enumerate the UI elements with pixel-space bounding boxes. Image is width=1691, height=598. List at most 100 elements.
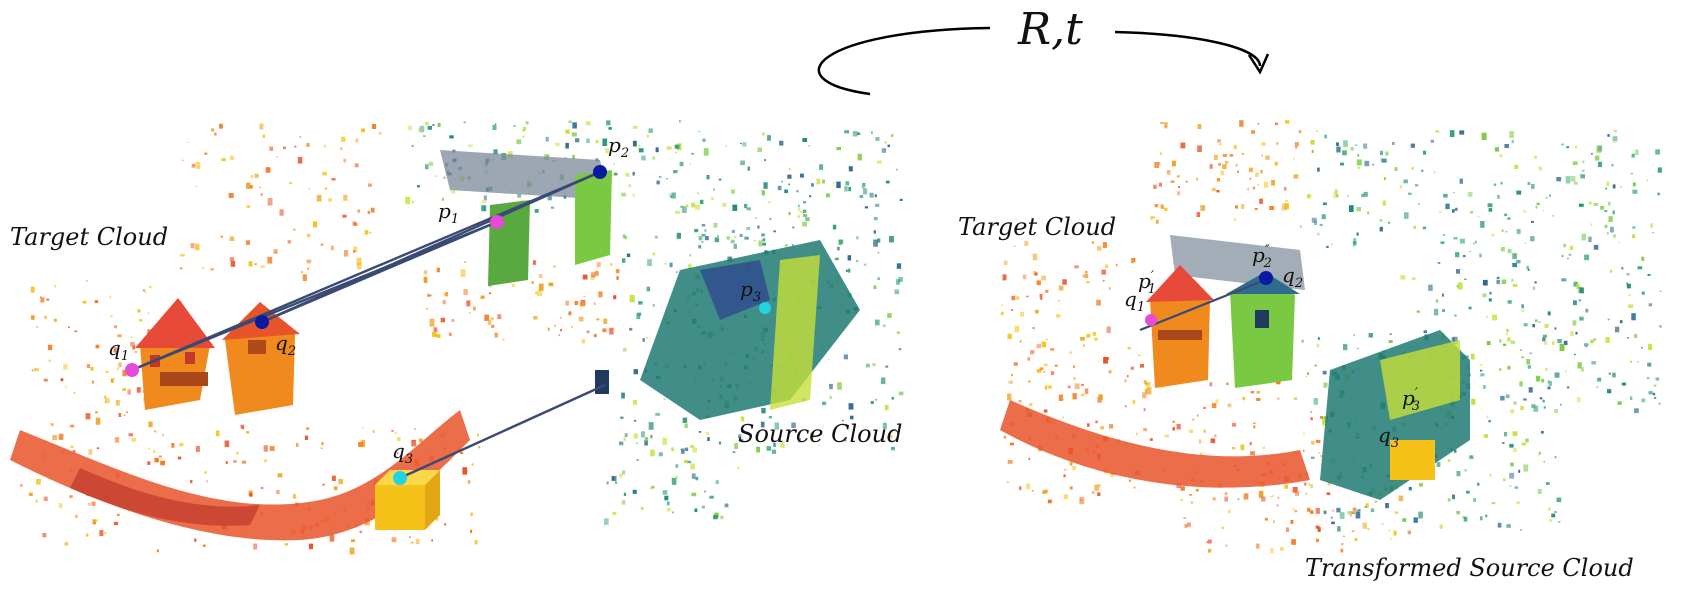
cloud-speck xyxy=(1032,327,1035,330)
cloud-speck xyxy=(182,159,184,161)
cloud-speck xyxy=(899,198,903,201)
transformed-wall xyxy=(1380,340,1460,420)
cloud-speck xyxy=(762,238,766,242)
cloud-speck xyxy=(1496,276,1500,280)
cloud-speck xyxy=(53,318,57,322)
cloud-speck xyxy=(1410,143,1415,148)
cloud-speck xyxy=(1340,548,1344,553)
cloud-speck xyxy=(802,138,808,142)
cloud-speck xyxy=(240,424,245,429)
cloud-speck xyxy=(302,274,307,281)
cloud-speck xyxy=(648,128,653,133)
cloud-speck xyxy=(132,345,136,350)
cloud-speck xyxy=(1621,267,1624,270)
cloud-speck xyxy=(692,447,697,453)
cloud-speck xyxy=(1512,448,1517,453)
cloud-speck xyxy=(1310,417,1313,421)
cloud-speck xyxy=(1153,216,1156,219)
cloud-speck xyxy=(1523,323,1528,327)
cloud-speck xyxy=(115,400,120,406)
cloud-speck xyxy=(1142,392,1147,399)
cloud-speck xyxy=(1512,284,1518,287)
cloud-speck xyxy=(1054,364,1058,367)
cloud-speck xyxy=(48,359,51,362)
cloud-speck xyxy=(722,202,727,207)
cloud-speck xyxy=(357,209,361,213)
cloud-speck xyxy=(887,313,892,318)
cloud-speck xyxy=(214,132,217,136)
cloud-speck xyxy=(113,377,115,380)
cloud-speck xyxy=(91,501,96,507)
cloud-speck xyxy=(664,262,668,265)
cloud-speck xyxy=(1290,520,1294,524)
cloud-speck xyxy=(1109,472,1114,477)
cloud-speck xyxy=(1170,180,1175,183)
cloud-speck xyxy=(1220,170,1224,176)
cloud-speck xyxy=(1228,509,1231,514)
cloud-speck xyxy=(436,334,441,338)
cloud-speck xyxy=(1131,259,1135,263)
cloud-speck xyxy=(419,125,425,133)
cloud-speck xyxy=(606,481,609,485)
cloud-speck xyxy=(747,166,751,171)
cloud-speck xyxy=(1449,130,1455,138)
cloud-speck xyxy=(1628,304,1633,308)
cloud-speck xyxy=(210,268,214,271)
cloud-speck xyxy=(873,239,878,247)
cloud-speck xyxy=(307,267,309,270)
cloud-speck xyxy=(1531,404,1536,409)
cloud-speck xyxy=(1445,203,1450,210)
cloud-speck xyxy=(1320,416,1323,419)
cloud-speck xyxy=(1545,482,1550,485)
right-keypoint-q2 xyxy=(1259,271,1273,285)
cloud-speck xyxy=(1362,522,1367,529)
cloud-speck xyxy=(1351,511,1355,515)
cloud-speck xyxy=(1483,434,1488,438)
cloud-speck xyxy=(162,434,164,436)
left-point-cloud: q1 q2 p1 p2 p3 q3 Target Cloud Source Cl… xyxy=(10,120,904,555)
cloud-speck xyxy=(1271,495,1274,497)
cloud-speck xyxy=(628,184,632,188)
cloud-speck xyxy=(230,155,234,161)
cloud-speck xyxy=(85,533,89,537)
cloud-speck xyxy=(1364,160,1370,167)
cloud-speck xyxy=(1084,388,1089,394)
cloud-speck xyxy=(689,162,691,165)
cloud-speck xyxy=(622,234,626,238)
cloud-speck xyxy=(724,503,729,508)
cloud-speck xyxy=(534,209,539,213)
cloud-speck xyxy=(1011,309,1014,311)
cloud-speck xyxy=(113,521,119,526)
cloud-speck xyxy=(1418,511,1423,519)
cloud-speck xyxy=(1085,270,1088,273)
cloud-speck xyxy=(572,122,577,129)
cloud-speck xyxy=(331,475,336,481)
right-correspondence-line xyxy=(1139,276,1271,332)
cloud-speck xyxy=(698,236,703,241)
cloud-speck xyxy=(1342,150,1347,156)
keypoint-p1 xyxy=(490,215,504,229)
cloud-speck xyxy=(800,173,804,178)
cloud-speck xyxy=(1563,340,1568,346)
cloud-speck xyxy=(1613,141,1616,143)
cloud-speck xyxy=(490,317,494,320)
cloud-speck xyxy=(684,423,688,429)
cloud-speck xyxy=(325,187,328,190)
cloud-speck xyxy=(1243,493,1249,500)
cloud-speck xyxy=(1453,236,1458,240)
cloud-speck xyxy=(586,138,590,144)
cloud-speck xyxy=(1632,189,1638,194)
cloud-speck xyxy=(1459,130,1465,135)
cloud-speck xyxy=(429,161,434,166)
cloud-speck xyxy=(595,271,599,276)
cloud-speck xyxy=(1033,273,1036,276)
cloud-speck xyxy=(615,269,620,274)
cloud-speck xyxy=(767,135,771,141)
cloud-speck xyxy=(1647,362,1652,367)
cloud-speck xyxy=(548,282,554,287)
cloud-speck xyxy=(1469,455,1474,460)
cloud-speck xyxy=(1293,397,1298,401)
cloud-speck xyxy=(423,270,428,275)
cloud-speck xyxy=(391,429,394,432)
cloud-speck xyxy=(792,243,794,247)
